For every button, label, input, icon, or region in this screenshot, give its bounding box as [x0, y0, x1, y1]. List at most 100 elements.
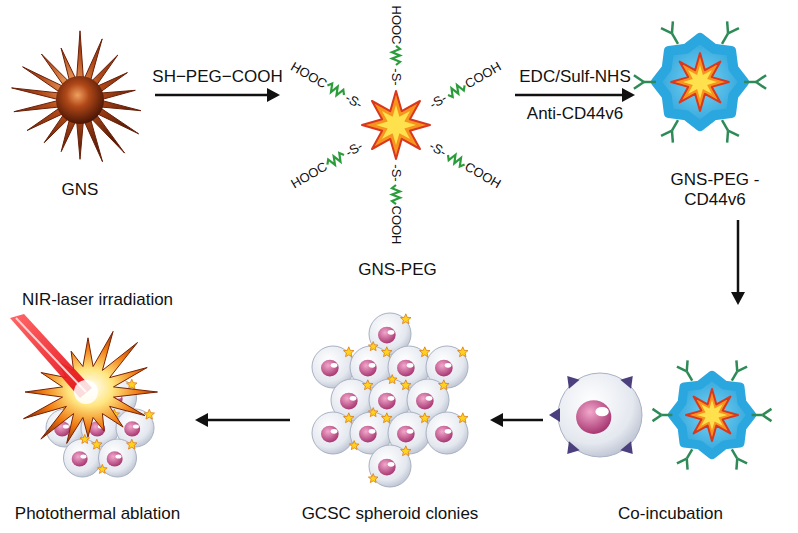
cell-nucleolus: [80, 454, 86, 458]
chemical-group: COOH: [462, 60, 502, 91]
process-arrow: [501, 419, 543, 422]
antibody: [671, 131, 674, 143]
chemical-group: HOOC: [390, 6, 403, 45]
nanostar-marker: [382, 413, 393, 423]
cell-nucleolus: [407, 363, 414, 368]
cell-nucleus: [435, 360, 453, 377]
peg-coating: [656, 38, 744, 126]
peg-chain: [448, 85, 465, 97]
antibody: [728, 131, 739, 136]
cell-nucleolus: [426, 396, 433, 401]
cell-nucleolus: [369, 363, 376, 368]
cell-nucleolus: [388, 462, 395, 467]
gold-nanostar-raw: [56, 76, 104, 124]
stage-node: GNS-PEG -CD44v6: [640, 12, 790, 215]
stage-node: GNS: [10, 30, 150, 205]
nanostar-marker: [401, 446, 412, 456]
antibody: [634, 75, 644, 82]
chemical-group: HOOC: [289, 60, 329, 91]
antibody: [735, 360, 738, 371]
cell-nucleus: [435, 426, 453, 443]
antibody: [672, 120, 678, 130]
arrow-head: [195, 413, 208, 427]
cell-nucleus: [340, 393, 358, 410]
antibody: [644, 81, 656, 84]
stage-node: GCSC spheroid clonies: [295, 300, 485, 530]
peg-chain: [327, 153, 344, 165]
gold-nanostar: [671, 53, 729, 111]
process-arrow: [737, 220, 740, 294]
antibody: [653, 409, 662, 415]
cell-nucleus: [359, 426, 377, 443]
peg-coating: [672, 375, 751, 454]
chemical-group: -S-: [344, 91, 366, 111]
nanostar-marker: [458, 413, 469, 423]
cell-nucleus: [124, 421, 140, 436]
nanostar-marker: [439, 380, 450, 390]
nanostar-marker: [344, 413, 355, 423]
nanostar-marker: [458, 347, 469, 357]
stage-node: NIR-laser irradiationPhotothermal ablati…: [5, 285, 190, 530]
nanostar-marker: [344, 347, 355, 357]
antibody: [737, 459, 747, 464]
cell-nucleolus: [388, 396, 395, 401]
process-arrow: [515, 94, 624, 97]
cell-nucleus: [397, 426, 415, 443]
nanostar-marker: [349, 441, 359, 450]
nanostar-marker: [401, 380, 412, 390]
stage-node: Co-incubation: [548, 310, 793, 530]
arrow-head: [267, 88, 280, 102]
cell-nucleolus: [595, 407, 608, 416]
antibody: [732, 449, 737, 458]
cell-nucleolus: [445, 429, 452, 434]
antibody: [737, 367, 747, 372]
cell-nucleolus: [133, 424, 139, 428]
antibody: [744, 81, 756, 84]
cell-nucleus: [416, 393, 434, 410]
nanostar-marker: [98, 464, 108, 473]
gold-nanostar-core: [376, 105, 416, 145]
cell-nucleolus: [331, 363, 338, 368]
stage-caption: Photothermal ablation: [5, 504, 190, 524]
cell-nucleolus: [63, 424, 69, 428]
chemical-group: COOH: [462, 160, 502, 191]
stage-caption: GNS: [10, 180, 150, 200]
antibody: [752, 414, 763, 417]
cd44v6-receptor: [567, 441, 579, 454]
cell-nucleus: [321, 426, 339, 443]
gold-nanostar-core: [697, 400, 728, 431]
antibody: [756, 82, 766, 89]
nanostar-marker: [420, 413, 431, 423]
gold-nanostar: [362, 91, 430, 159]
antibody: [687, 449, 692, 458]
stem-cell: [426, 412, 468, 454]
antibody: [677, 367, 687, 372]
antibody: [762, 409, 771, 415]
nanostar-marker: [368, 474, 378, 483]
stage-caption: NIR-laser irradiation: [5, 290, 190, 310]
antibody: [762, 415, 771, 421]
antibody: [653, 415, 662, 421]
cell-nucleus: [378, 393, 396, 410]
arrow-head: [622, 88, 635, 102]
reagent-label: EDC/Sulf-NHS: [517, 68, 632, 87]
nanostar-marker: [127, 379, 138, 389]
nanostar-marker: [387, 375, 397, 384]
stage-caption: GNS-PEG -CD44v6: [669, 170, 761, 210]
cd44v6-receptor: [620, 376, 632, 389]
cell-nucleus: [397, 360, 415, 377]
chemical-group: -S-: [427, 91, 449, 111]
cell-nucleolus: [388, 330, 395, 335]
nanostar-marker: [420, 347, 431, 357]
arrow-head: [490, 413, 503, 427]
chemical-group: -S-: [390, 164, 403, 181]
stage-caption: GCSC spheroid clonies: [295, 504, 485, 524]
chemical-group: HOOC: [289, 160, 329, 191]
laser-core: [16, 318, 86, 392]
nanostar-marker: [368, 408, 378, 417]
peg-chain: [392, 185, 400, 204]
antibody: [686, 459, 689, 470]
cell-nucleus: [378, 327, 396, 344]
antibody: [634, 82, 644, 89]
peg-chain: [392, 46, 400, 65]
